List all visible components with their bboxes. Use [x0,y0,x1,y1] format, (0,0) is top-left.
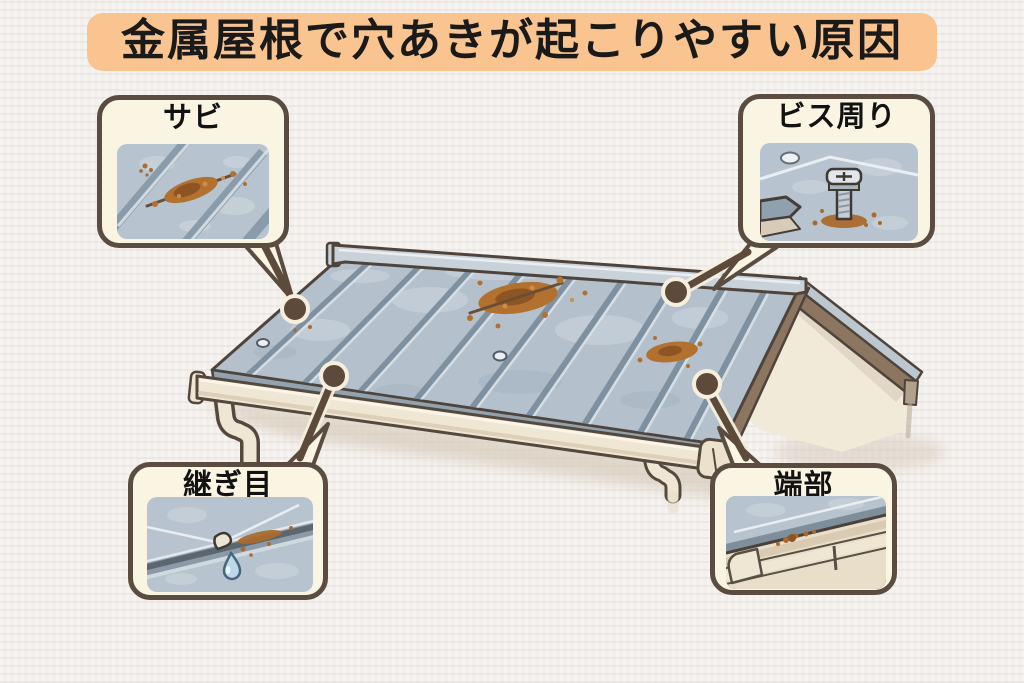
callout-seam: 継ぎ目 [128,462,328,600]
downspout-left [217,395,257,475]
callout-edge: 端部 [710,463,897,595]
rust-point-marker [280,294,310,324]
callout-rust-label: サビ [162,102,223,134]
leader-line-edge [705,387,750,462]
rust-patch-large [467,276,588,329]
callout-rust: サビ [97,95,289,248]
fascia-return [903,379,919,406]
edge-point-marker [692,369,722,399]
rust-example-image [117,144,269,239]
edge-example-image [726,496,886,589]
seam-clip [213,531,233,551]
leader-line-seam [296,380,335,462]
screw-example-image [760,143,918,241]
seam-point-marker [319,361,349,391]
rivet [256,338,270,348]
seam-example-image [147,497,313,592]
rust-patch-right [637,336,703,368]
callout-seam-label: 継ぎ目 [182,469,273,501]
page-title: 金属屋根で穴あきが起こりやすい原因 [121,16,903,65]
title-banner: 金属屋根で穴あきが起こりやすい原因 [87,13,937,72]
downspout-right [644,446,679,503]
leader-line-screws [679,248,752,293]
screw-point-marker [661,277,691,307]
rivet [492,350,508,362]
screw-icon [825,167,863,221]
leader-line-rust [261,243,298,307]
callout-screws: ビス周り [738,94,935,248]
callout-screws-label: ビス周り [776,101,897,133]
